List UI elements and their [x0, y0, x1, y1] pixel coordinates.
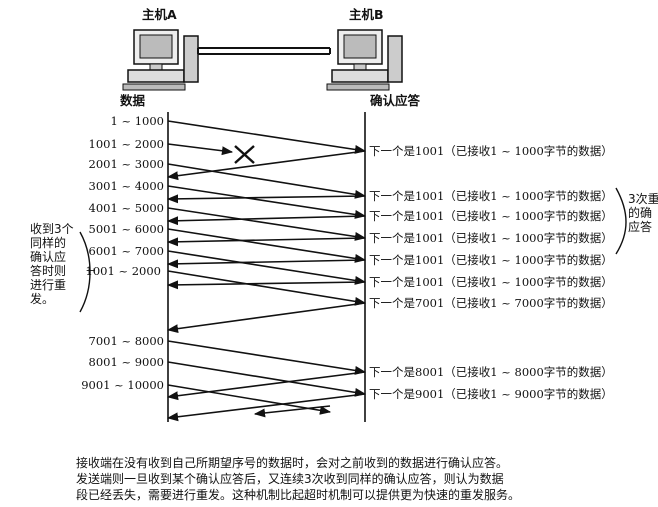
segment-label: 6001 ~ 7000 — [89, 244, 164, 258]
left-note-line: 收到3个 — [30, 222, 74, 236]
segment-label: 2001 ~ 3000 — [89, 157, 164, 171]
retransmit-arrow-icon: → — [86, 263, 96, 277]
host-a-computer-icon — [123, 30, 198, 90]
ack-arrow — [168, 260, 365, 264]
ack-arrow — [168, 394, 365, 418]
left-note-line: 答时则 — [30, 264, 74, 278]
ack-label: 下一个是7001（已接收1 ~ 7000字节的数据） — [369, 296, 613, 310]
left-note-line: 确认应 — [30, 250, 74, 264]
caption: 接收端在没有收到自己所期望序号的数据时，会对之前收到的数据进行确认应答。 发送端… — [76, 455, 651, 503]
right-note: 3次重 的确 应答 — [628, 192, 658, 234]
ack-column-header: 确认应答 — [370, 94, 420, 108]
right-note-line: 的确 — [628, 206, 658, 220]
ack-label: 下一个是1001（已接收1 ~ 1000字节的数据） — [369, 275, 613, 289]
data-segment-arrow — [168, 121, 365, 151]
ack-arrow — [168, 151, 365, 177]
left-note: 收到3个 同样的 确认应 答时则 进行重 发。 — [30, 222, 74, 306]
left-note-line: 同样的 — [30, 236, 74, 250]
ack-label: 下一个是1001（已接收1 ~ 1000字节的数据） — [369, 189, 613, 203]
data-segment-arrow — [168, 271, 365, 303]
host-b-computer-icon — [327, 30, 402, 90]
right-note-line: 应答 — [628, 220, 658, 234]
segment-label: 1001 ~ 2000 — [86, 264, 161, 278]
data-column-header: 数据 — [120, 94, 145, 108]
host-a-label: 主机A — [142, 8, 177, 22]
segment-label: 8001 ~ 9000 — [89, 355, 164, 369]
right-note-bracket — [616, 188, 626, 254]
segment-label: 3001 ~ 4000 — [89, 179, 164, 193]
segment-label: 4001 ~ 5000 — [89, 201, 164, 215]
lost-packet-x-icon — [235, 146, 254, 163]
ack-arrow — [168, 216, 365, 221]
caption-line: 段已经丢失，需要进行重发。这种机制比起超时机制可以提供更为快速的重发服务。 — [76, 487, 651, 503]
ack-label: 下一个是1001（已接收1 ~ 1000字节的数据） — [369, 209, 613, 223]
segment-label: 1001 ~ 2000 — [89, 137, 164, 151]
ack-label: 下一个是1001（已接收1 ~ 1000字节的数据） — [369, 144, 613, 158]
ack-arrow — [168, 303, 365, 330]
segment-label: 1 ~ 1000 — [110, 114, 164, 128]
segment-label: 9001 ~ 10000 — [81, 378, 164, 392]
right-note-line: 3次重 — [628, 192, 658, 206]
host-b-label: 主机B — [349, 8, 384, 22]
ack-arrow — [168, 372, 365, 397]
ack-label: 下一个是1001（已接收1 ~ 1000字节的数据） — [369, 231, 613, 245]
segment-label: 7001 ~ 8000 — [89, 334, 164, 348]
left-note-line: 进行重 — [30, 278, 74, 292]
ack-arrow — [168, 238, 365, 242]
left-note-line: 发。 — [30, 292, 74, 306]
ack-label: 下一个是9001（已接收1 ~ 9000字节的数据） — [369, 387, 613, 401]
ack-arrow — [168, 196, 365, 199]
ack-arrow — [168, 282, 365, 285]
ack-label: 下一个是8001（已接收1 ~ 8000字节的数据） — [369, 365, 613, 379]
network-cable — [198, 48, 330, 54]
segment-label: 5001 ~ 6000 — [89, 222, 164, 236]
caption-line: 接收端在没有收到自己所期望序号的数据时，会对之前收到的数据进行确认应答。 — [76, 455, 651, 471]
lost-segment-arrow — [168, 144, 232, 152]
ack-label: 下一个是1001（已接收1 ~ 1000字节的数据） — [369, 253, 613, 267]
caption-line: 发送端则一旦收到某个确认应答后，又连续3次收到同样的确认应答，则认为数据 — [76, 471, 651, 487]
